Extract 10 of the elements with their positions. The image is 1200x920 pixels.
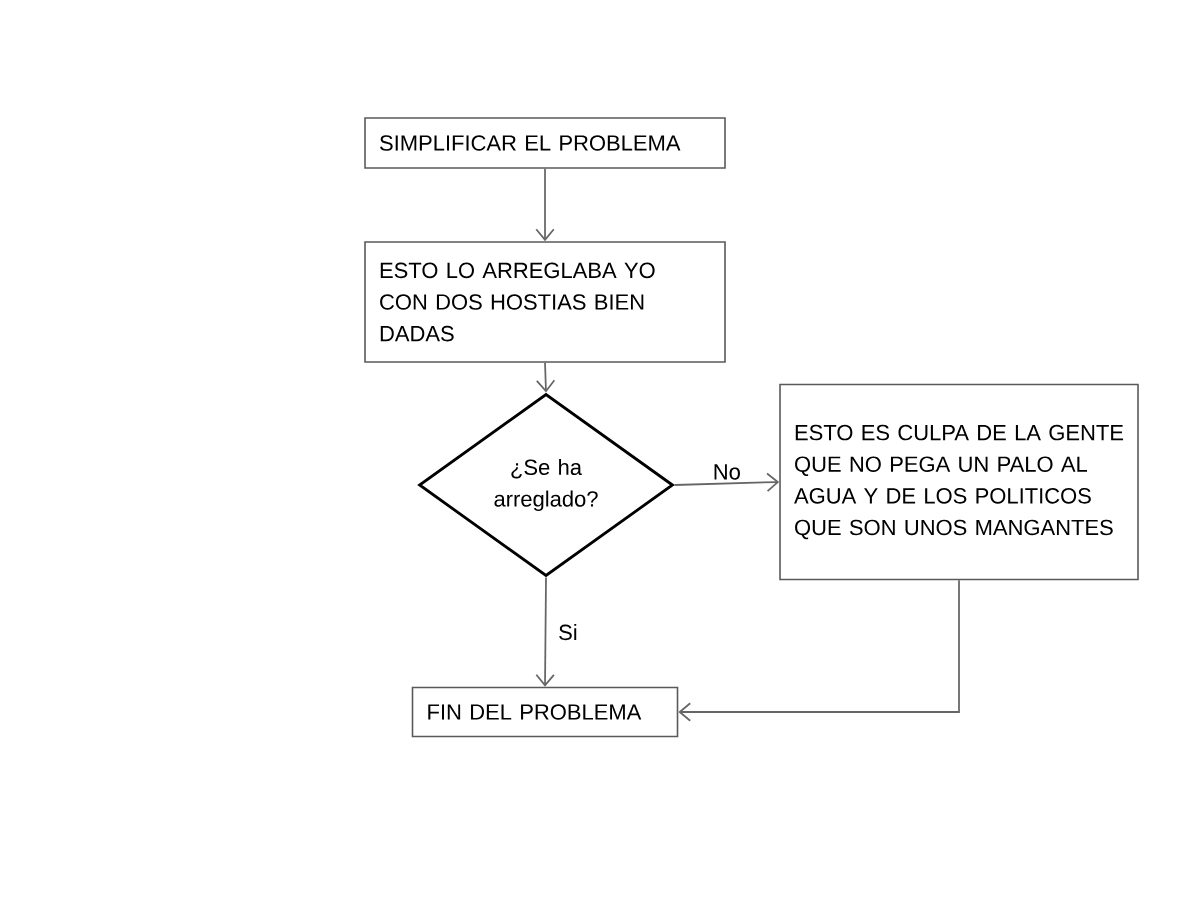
process-box: FIN DEL PROBLEMA	[411, 686, 679, 738]
arrow	[535, 361, 556, 393]
process-box: ESTO ES CULPA DE LA GENTE QUE NO PEGA UN PALO AL AGUA Y DE LOS POLITICOS QUE SON UNOS MANGANTES	[779, 383, 1139, 581]
process-box: SIMPLIFICAR EL PROBLEMA	[364, 117, 726, 169]
edge-label: Si	[556, 622, 580, 642]
arrow	[535, 576, 555, 687]
process-box: ESTO LO ARREGLABA YO CON DOS HOSTIAS BIEN DADAS	[364, 241, 726, 363]
arrow	[535, 167, 555, 242]
arrow	[678, 579, 960, 722]
arrow	[673, 472, 780, 492]
